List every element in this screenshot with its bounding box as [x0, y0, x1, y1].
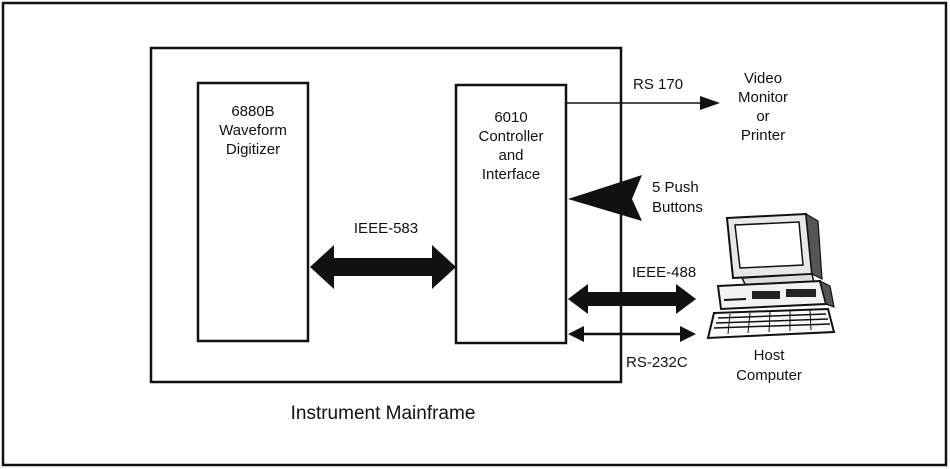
rs232c-arrowhead-left: [568, 326, 584, 342]
rs170-label: RS 170: [633, 76, 683, 93]
controller-label-line-1: 6010: [494, 109, 527, 126]
ieee488-label: IEEE-488: [632, 264, 696, 281]
digitizer-label-line-1: 6880B: [231, 103, 274, 120]
controller-label-line-2: Controller: [478, 128, 543, 145]
video-label-line-1: Video: [744, 70, 782, 87]
controller-label-line-4: Interface: [482, 166, 540, 183]
video-label-line-4: Printer: [741, 127, 785, 144]
digitizer-label-line-3: Digitizer: [226, 141, 280, 158]
video-label-line-3: or: [756, 108, 769, 125]
host-label-line-1: Host: [754, 347, 786, 364]
ieee488-double-arrow: [568, 284, 696, 314]
rs232c-label: RS-232C: [626, 354, 688, 371]
video-label-line-2: Monitor: [738, 89, 788, 106]
push-buttons-wedge: [568, 175, 642, 221]
push-buttons-label-line-1: 5 Push: [652, 179, 699, 196]
push-buttons-label-line-2: Buttons: [652, 199, 703, 216]
host-computer-icon: [708, 214, 834, 338]
mainframe-box: [151, 48, 621, 382]
rs170-arrowhead: [700, 96, 720, 110]
digitizer-label-line-2: Waveform: [219, 122, 287, 139]
ieee583-double-arrow: [310, 245, 456, 289]
rs232c-arrowhead-right: [680, 326, 696, 342]
mainframe-label: Instrument Mainframe: [291, 403, 476, 424]
host-label-line-2: Computer: [736, 367, 802, 384]
controller-label-line-3: and: [498, 147, 523, 164]
ieee583-label: IEEE-583: [354, 220, 418, 237]
